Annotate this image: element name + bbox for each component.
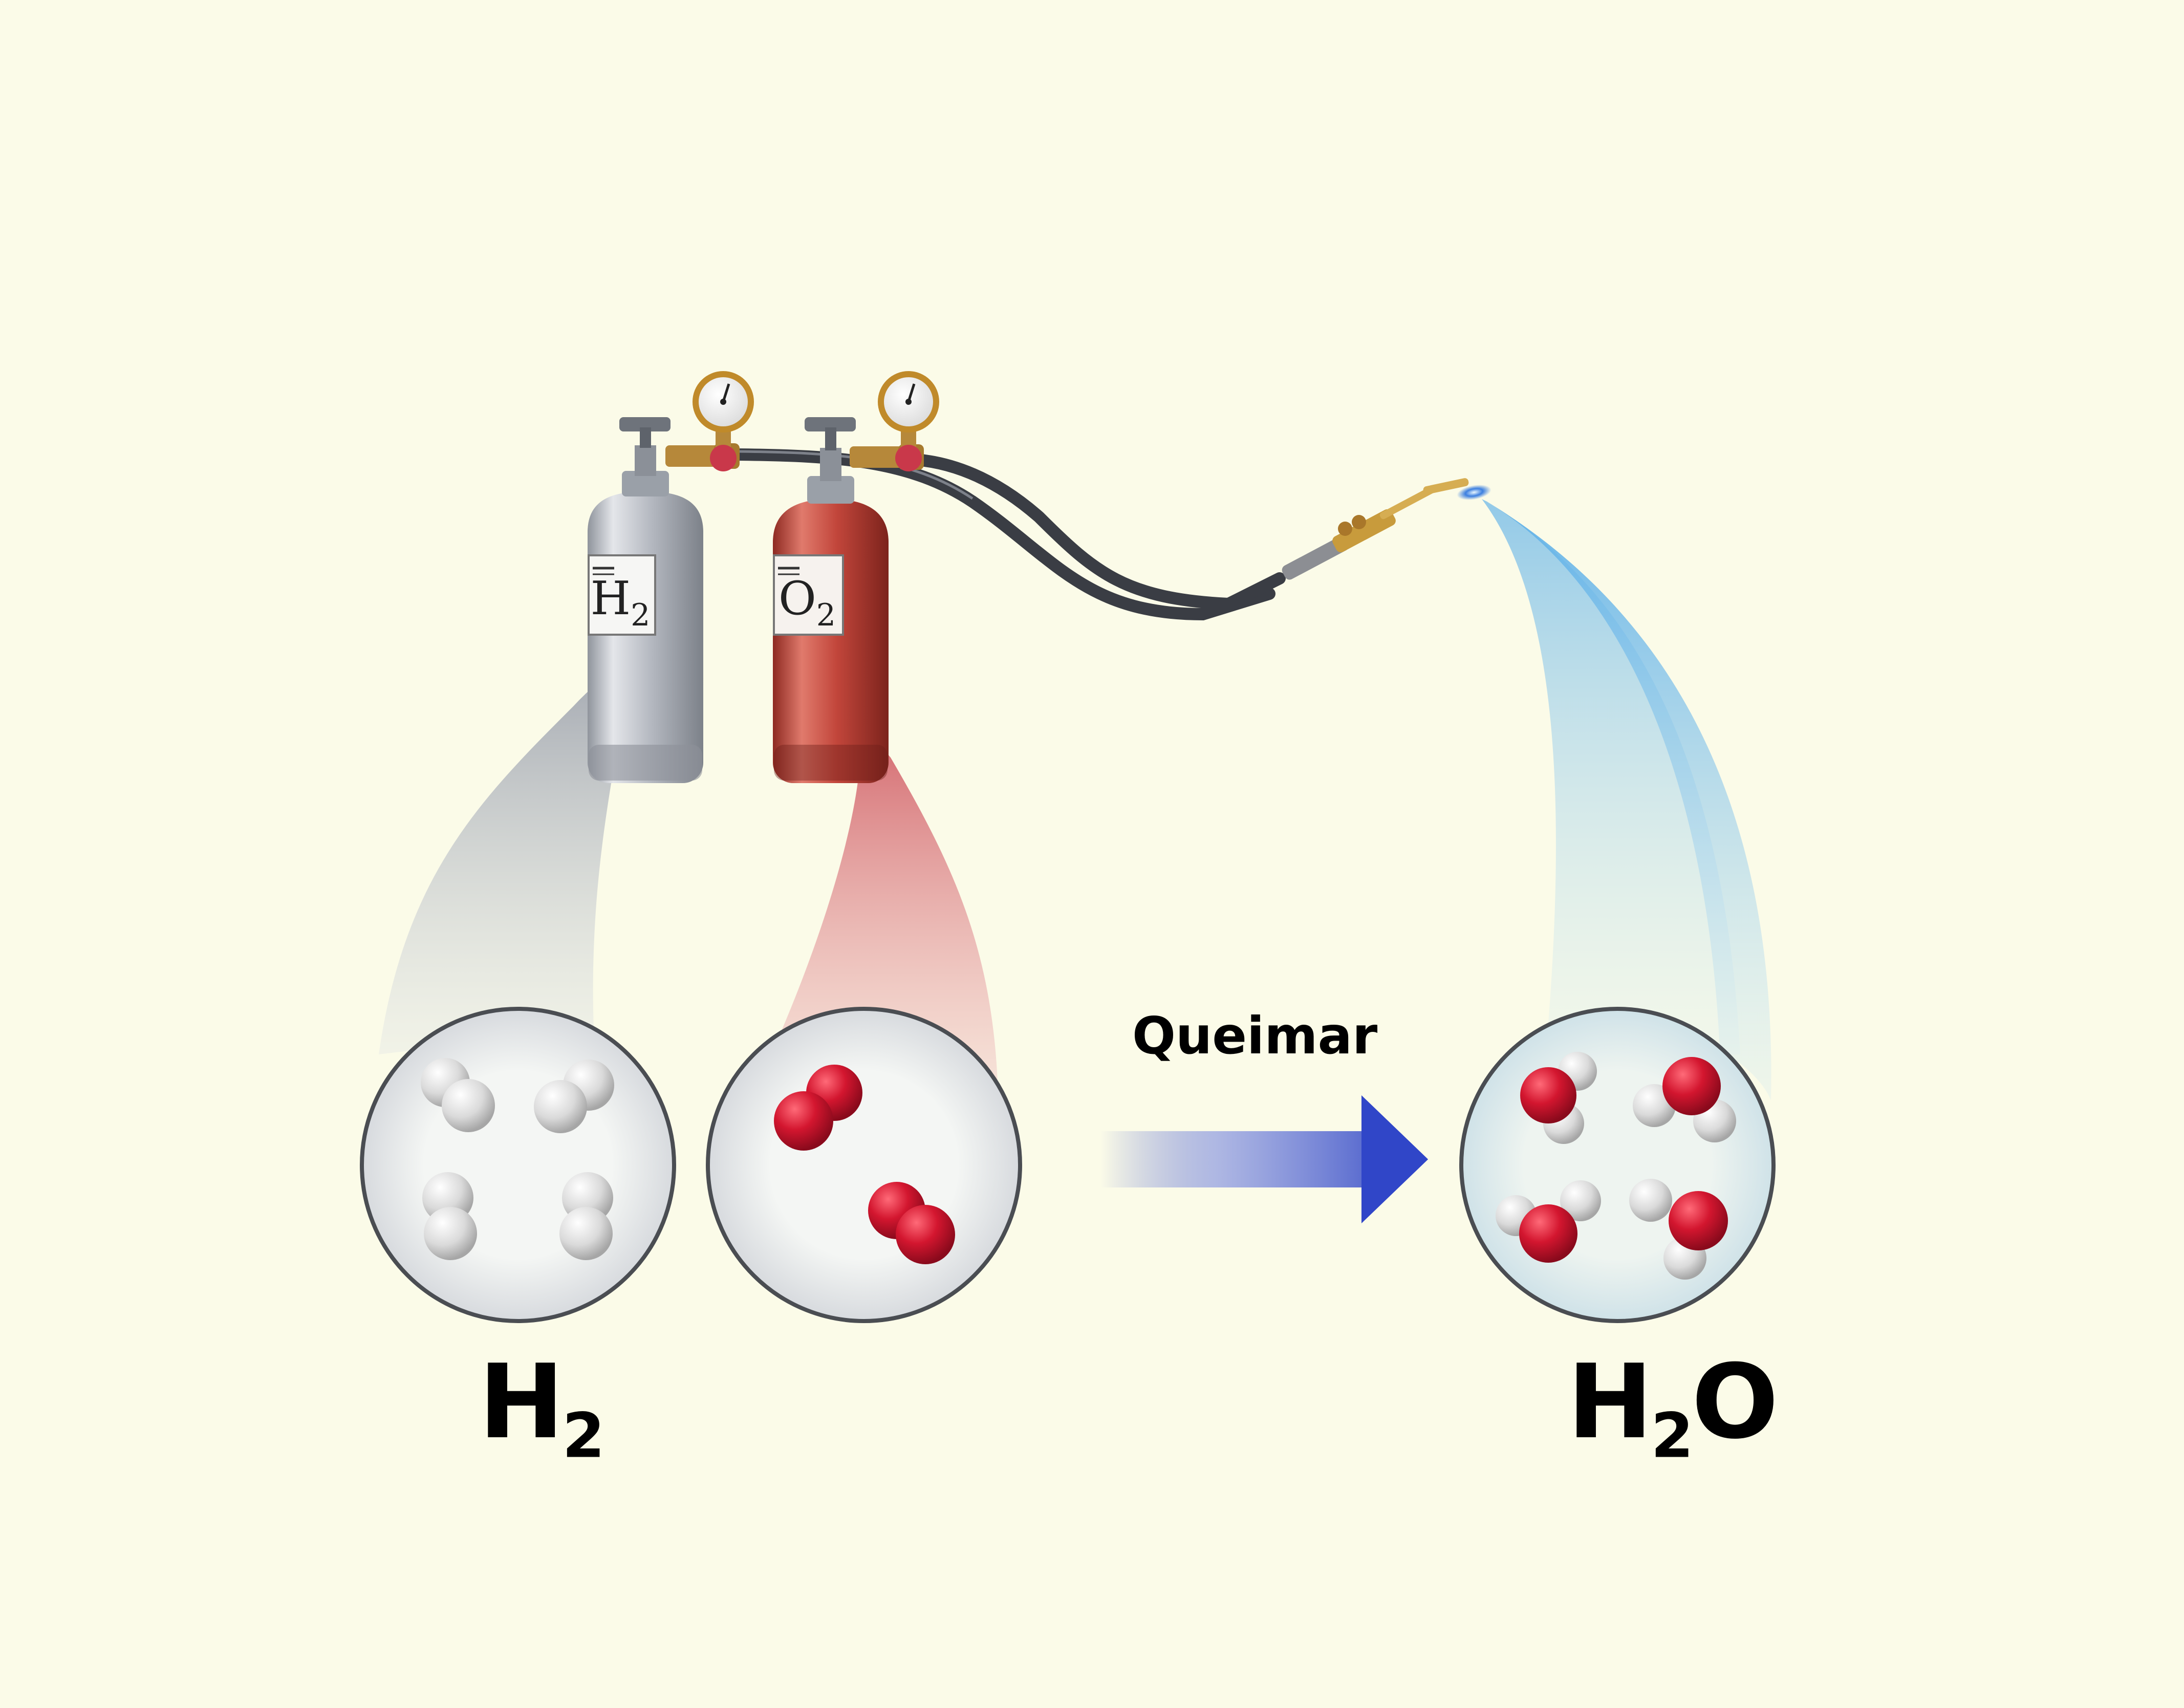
product-formula-main: H [1567,1343,1653,1462]
oxygen-molecules-circle [706,1007,1022,1323]
reactant-formula: H2 [479,1351,605,1467]
oxygen-cylinder-label: O2 [773,554,844,636]
flame-zoom-beam [1482,499,1771,1100]
flame-zoom-beam-inner [1482,499,1740,1054]
hydrogen-pressure-gauge [693,371,754,471]
hydrogen-label-text: H [591,572,631,625]
torch-flame [1457,485,1491,500]
reaction-label: Queimar [1132,1006,1378,1066]
reactant-formula-main: H [479,1343,564,1462]
hydrogen-molecule [534,1060,614,1133]
hydrogen-cylinder-label: H2 [588,554,656,636]
oxygen-label-text: O [779,572,816,625]
hydrogen-zoom-beam [379,660,632,1054]
welding-torch [1282,478,1469,580]
oxygen-molecule [868,1182,955,1264]
hydrogen-molecule [422,1172,477,1260]
hydrogen-molecules-circle [360,1007,676,1323]
reactant-formula-subscript: 2 [562,1400,604,1472]
hydrogen-cylinder [588,417,740,783]
hydrogen-molecule [559,1172,613,1260]
water-molecule [1633,1057,1736,1142]
product-formula-tail: O [1691,1343,1779,1462]
hydrogen-molecule [421,1058,495,1132]
svg-text:O2: O2 [779,572,836,633]
water-molecules-circle [1459,1007,1776,1323]
product-formula: H2O [1567,1351,1779,1467]
water-molecule [1629,1179,1728,1280]
svg-text:H2: H2 [591,572,651,633]
reaction-arrow [1100,1095,1428,1223]
oxygen-hose [910,453,1286,611]
oxygen-label-subscript: 2 [816,597,836,633]
water-molecule [1520,1052,1597,1144]
oxygen-molecule [774,1065,862,1151]
oxygen-pressure-gauge [878,371,939,471]
hydrogen-label-subscript: 2 [631,597,650,633]
water-molecule [1496,1180,1601,1263]
product-formula-subscript: 2 [1651,1400,1693,1472]
